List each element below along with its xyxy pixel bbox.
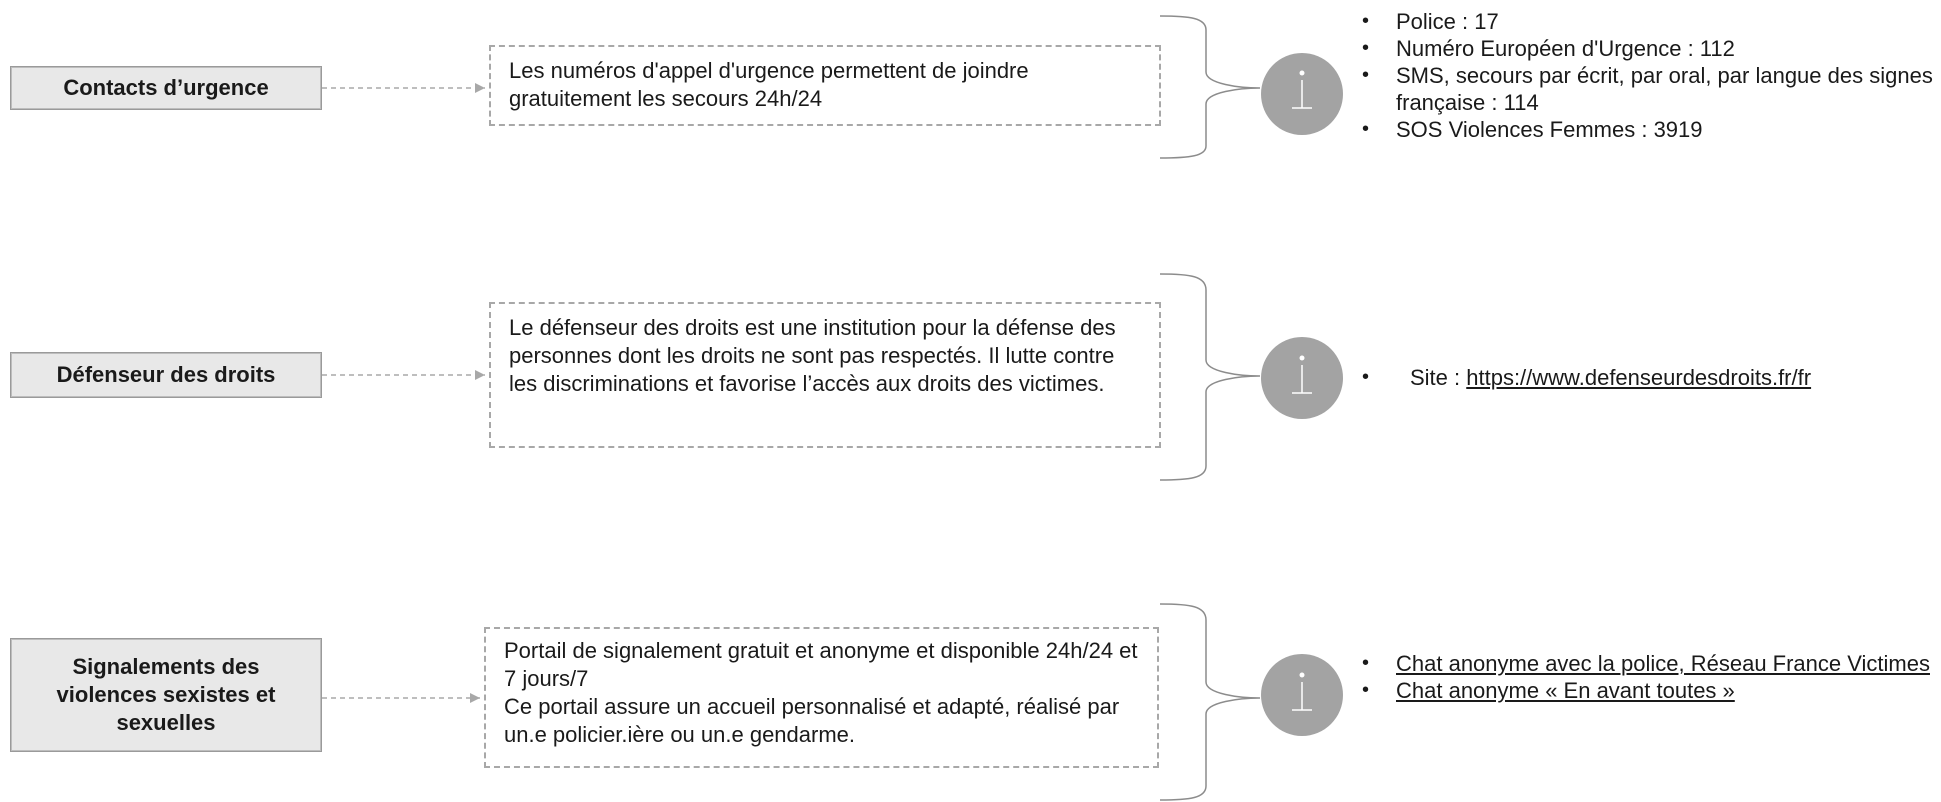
description-text: Les numéros d'appel d'urgence permettent… [509, 58, 1029, 111]
bracket-shape [1159, 273, 1261, 481]
bullet-icon: • [1362, 10, 1370, 32]
list-item: • Numéro Européen d'Urgence : 112 [1360, 35, 1940, 62]
bullet-icon: • [1362, 679, 1370, 701]
list-item: • SOS Violences Femmes : 3919 [1360, 116, 1940, 143]
list-item-text: Numéro Européen d'Urgence : 112 [1396, 36, 1735, 61]
description-text: Le défenseur des droits est une institut… [509, 315, 1116, 396]
info-list-contacts-urgence: • Police : 17 • Numéro Européen d'Urgence … [1360, 8, 1940, 143]
info-glyph [1292, 70, 1312, 109]
info-glyph [1292, 672, 1312, 711]
list-item: • Chat anonyme « En avant toutes » [1360, 677, 1940, 704]
list-item-text: Police : 17 [1396, 9, 1499, 34]
label-text: Défenseur des droits [56, 362, 276, 387]
description-contacts-urgence: Les numéros d'appel d'urgence permettent… [489, 45, 1161, 126]
info-glyph [1292, 355, 1312, 394]
bullet-icon: • [1362, 118, 1370, 140]
bullet-icon: • [1362, 64, 1370, 86]
description-text: Portail de signalement gratuit et anonym… [504, 638, 1138, 691]
list-item: • Site : https://www.defenseurdesdroits.f… [1360, 364, 1940, 391]
label-signalements: Signalements des violences sexistes et s… [10, 638, 322, 752]
label-text: Signalements des violences sexistes et s… [56, 654, 276, 735]
bracket-shape [1159, 603, 1261, 801]
list-item: • Chat anonyme avec la police, Réseau Fra… [1360, 650, 1940, 677]
description-defenseur-droits: Le défenseur des droits est une institut… [489, 302, 1161, 448]
label-text: Contacts d’urgence [63, 75, 269, 100]
list-item: • Police : 17 [1360, 8, 1940, 35]
list-item-text: SOS Violences Femmes : 3919 [1396, 117, 1703, 142]
label-contacts-urgence: Contacts d’urgence [10, 66, 322, 110]
info-list-signalements: • Chat anonyme avec la police, Réseau Fra… [1360, 650, 1940, 704]
description-signalements: Portail de signalement gratuit et anonym… [484, 627, 1159, 768]
info-list-defenseur-droits: • Site : https://www.defenseurdesdroits.f… [1360, 364, 1940, 391]
list-item: • SMS, secours par écrit, par oral, par l… [1360, 62, 1940, 116]
defenseur-droits-link[interactable]: https://www.defenseurdesdroits.fr/fr [1466, 365, 1812, 390]
list-item-prefix: Site : [1410, 365, 1467, 390]
description-text: Ce portail assure un accueil personnalis… [504, 694, 1120, 747]
list-item-text: SMS, secours par écrit, par oral, par la… [1396, 63, 1933, 115]
bullet-icon: • [1362, 652, 1370, 674]
chat-en-avant-toutes-link[interactable]: Chat anonyme « En avant toutes » [1396, 678, 1735, 703]
bracket-shape [1159, 15, 1261, 159]
label-defenseur-droits: Défenseur des droits [10, 352, 322, 398]
chat-police-link[interactable]: Chat anonyme avec la police, Réseau Fran… [1396, 651, 1930, 676]
bullet-icon: • [1362, 37, 1370, 59]
bullet-icon: • [1362, 366, 1370, 388]
